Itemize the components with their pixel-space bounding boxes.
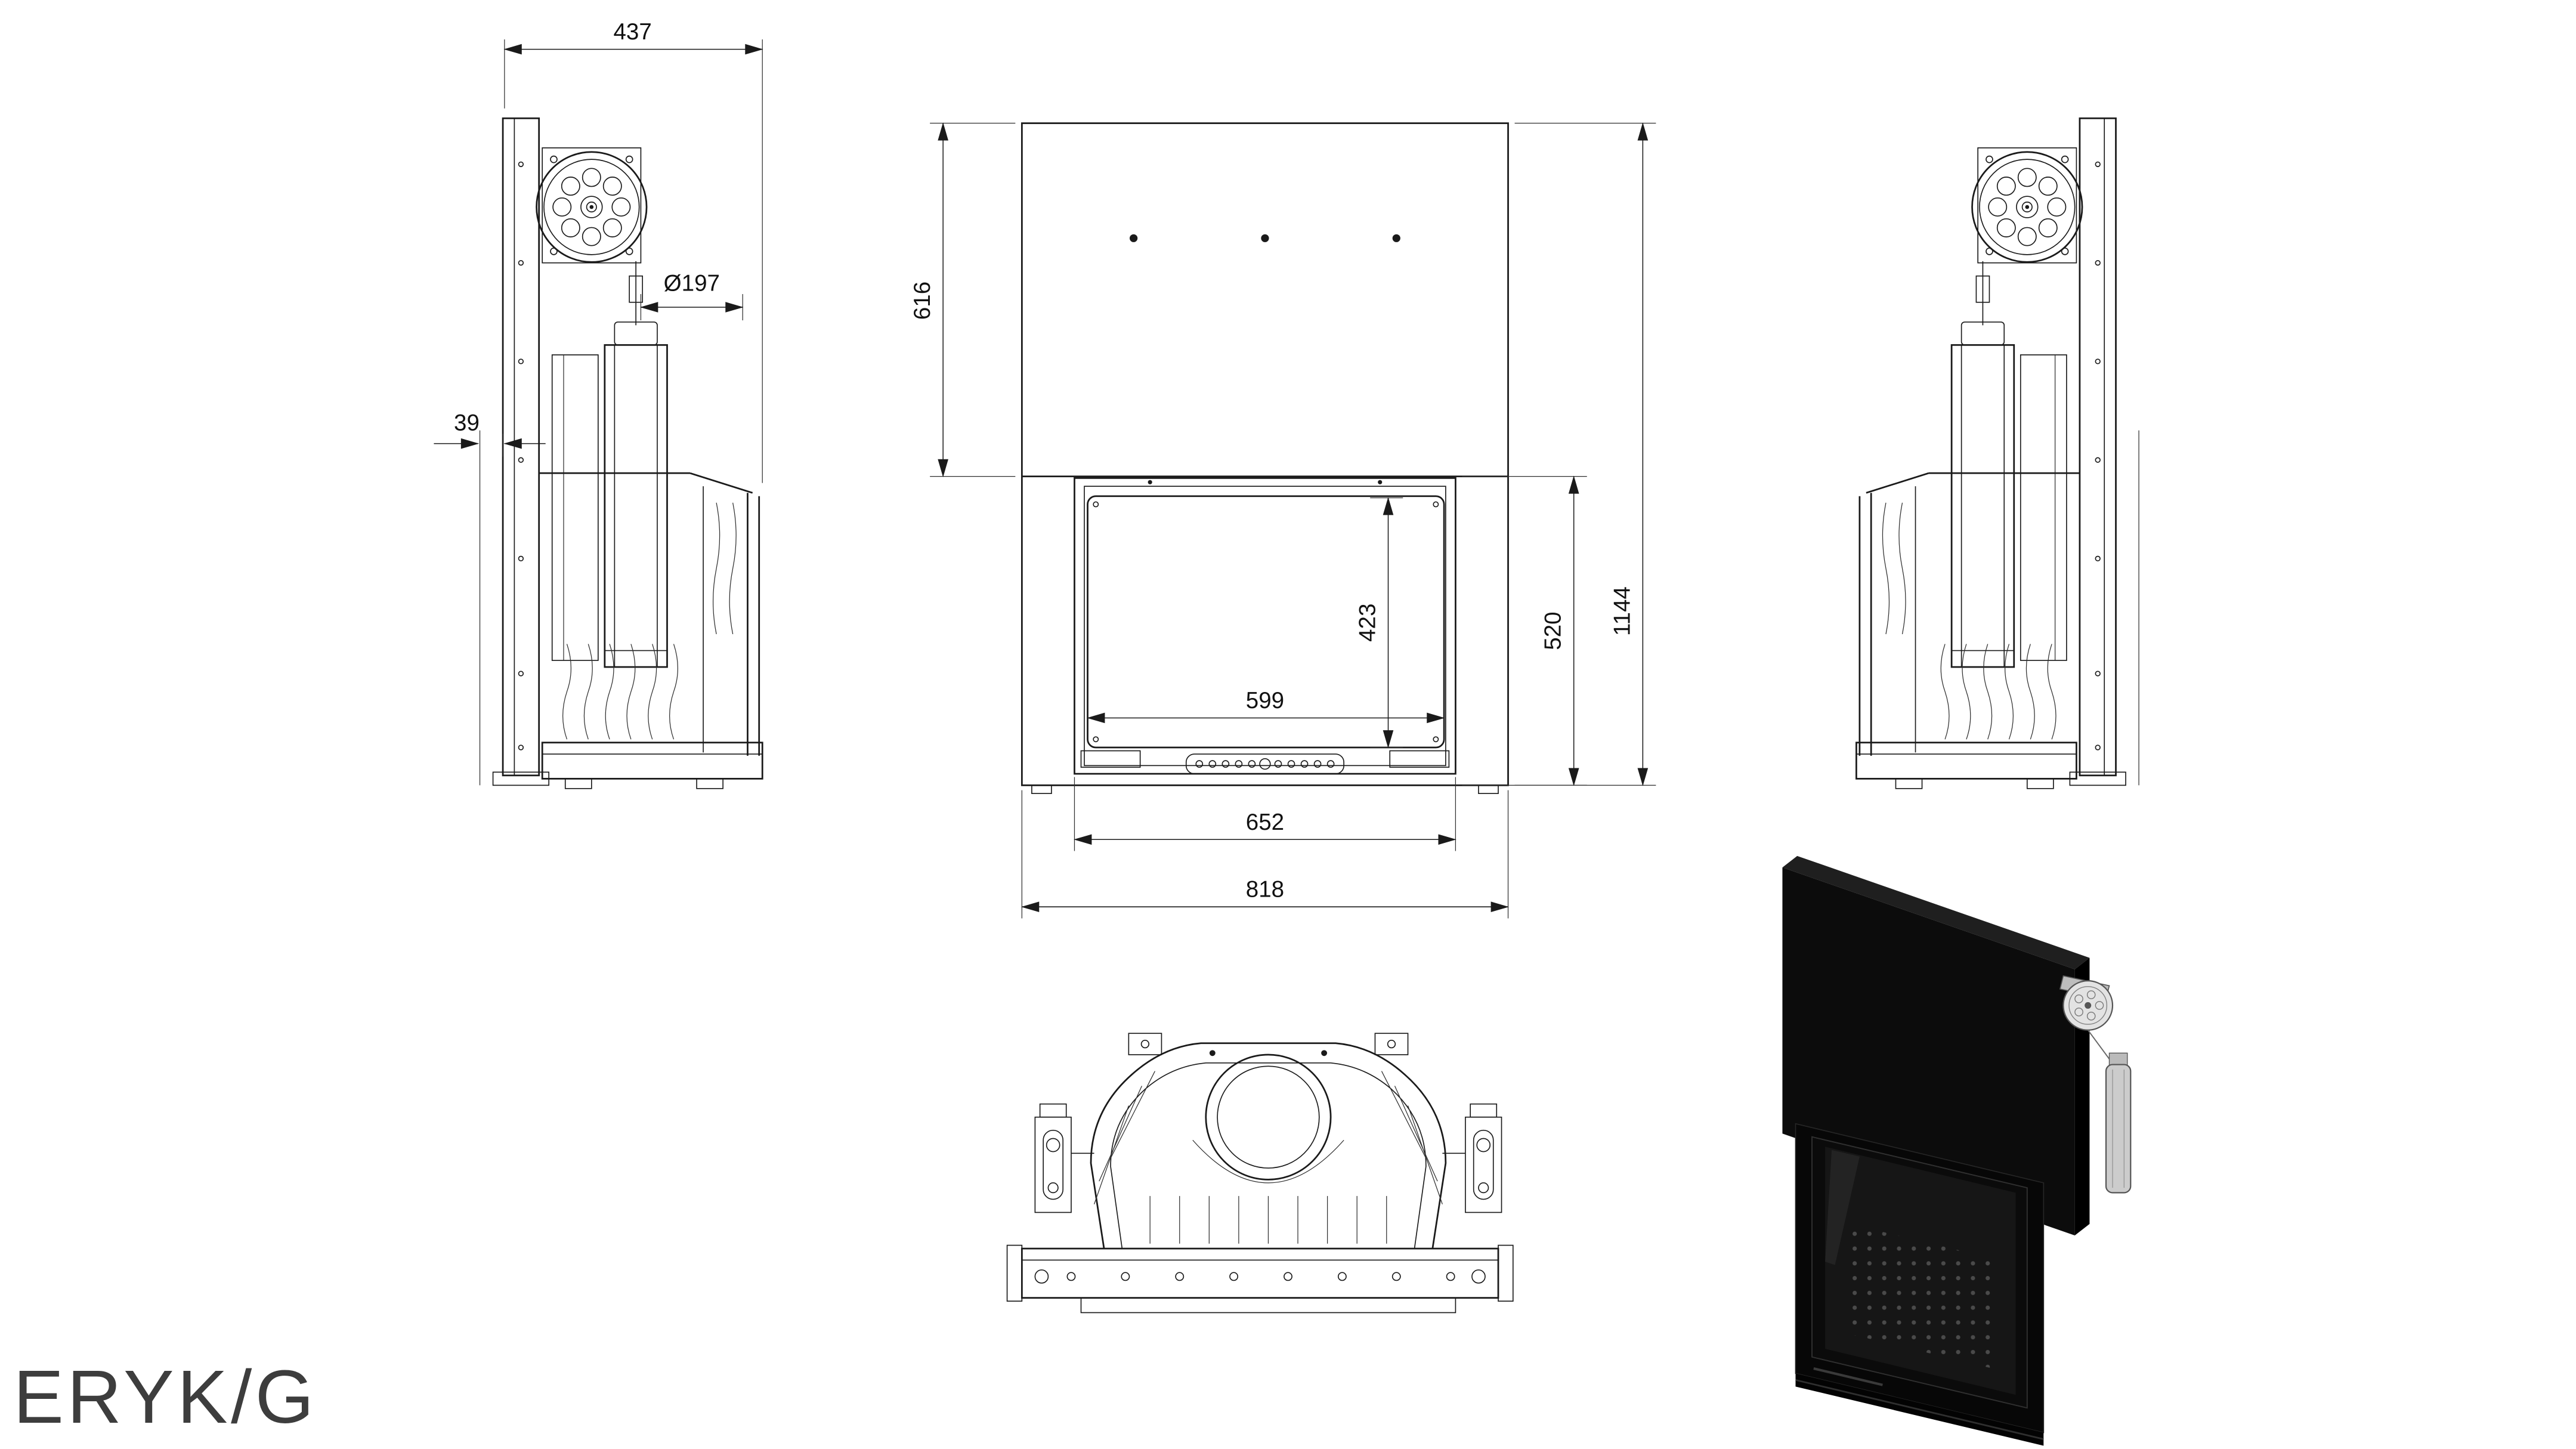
- dim-599: 599: [1087, 688, 1445, 724]
- dim-652-label: 652: [1246, 810, 1284, 835]
- dim-39: 39: [434, 410, 546, 457]
- dim-437: 437: [503, 19, 763, 483]
- side-view-left: 437 Ø197 39: [434, 19, 763, 790]
- dim-diameter-label: Ø197: [664, 270, 720, 296]
- dim-diameter-197: Ø197: [640, 270, 744, 321]
- top-view: [1006, 1033, 1514, 1314]
- render-panel-top-edge: [1782, 855, 2090, 969]
- render-3d: [1782, 855, 2132, 1446]
- dim-652: 652: [1074, 777, 1456, 851]
- side-view-right: [1855, 117, 2140, 790]
- render-perforated-wall: [1850, 1224, 1993, 1369]
- dim-616-label: 616: [910, 282, 935, 320]
- dim-616: 616: [910, 122, 1016, 478]
- dim-423: 423: [1355, 497, 1403, 749]
- front-frame-bar: [1006, 1244, 1514, 1314]
- flue-outlet: [1205, 1053, 1332, 1181]
- dim-818: 818: [1020, 790, 1509, 919]
- dim-437-label: 437: [614, 19, 652, 45]
- render-glass-reflection: [1825, 1150, 1860, 1265]
- dim-1144-label: 1144: [1609, 586, 1635, 636]
- dim-39-label: 39: [454, 410, 480, 436]
- render-handle: [1813, 1367, 1883, 1386]
- dim-599-label: 599: [1246, 688, 1284, 713]
- front-view: 616 423 520 1144 599 652: [910, 122, 1656, 919]
- dim-520-label: 520: [1541, 611, 1566, 650]
- dim-818-label: 818: [1246, 877, 1284, 903]
- dim-423-label: 423: [1355, 604, 1380, 642]
- front-door: [1074, 477, 1456, 775]
- side-bracket-right: [1442, 1103, 1502, 1213]
- dim-520: 520: [1462, 475, 1587, 786]
- product-title: ERYK/G: [13, 1354, 317, 1439]
- render-pulley-mechanism: [2059, 975, 2132, 1194]
- dim-1144: 1144: [1514, 122, 1656, 786]
- front-grille: [1185, 753, 1344, 774]
- side-bracket-left: [1034, 1103, 1094, 1213]
